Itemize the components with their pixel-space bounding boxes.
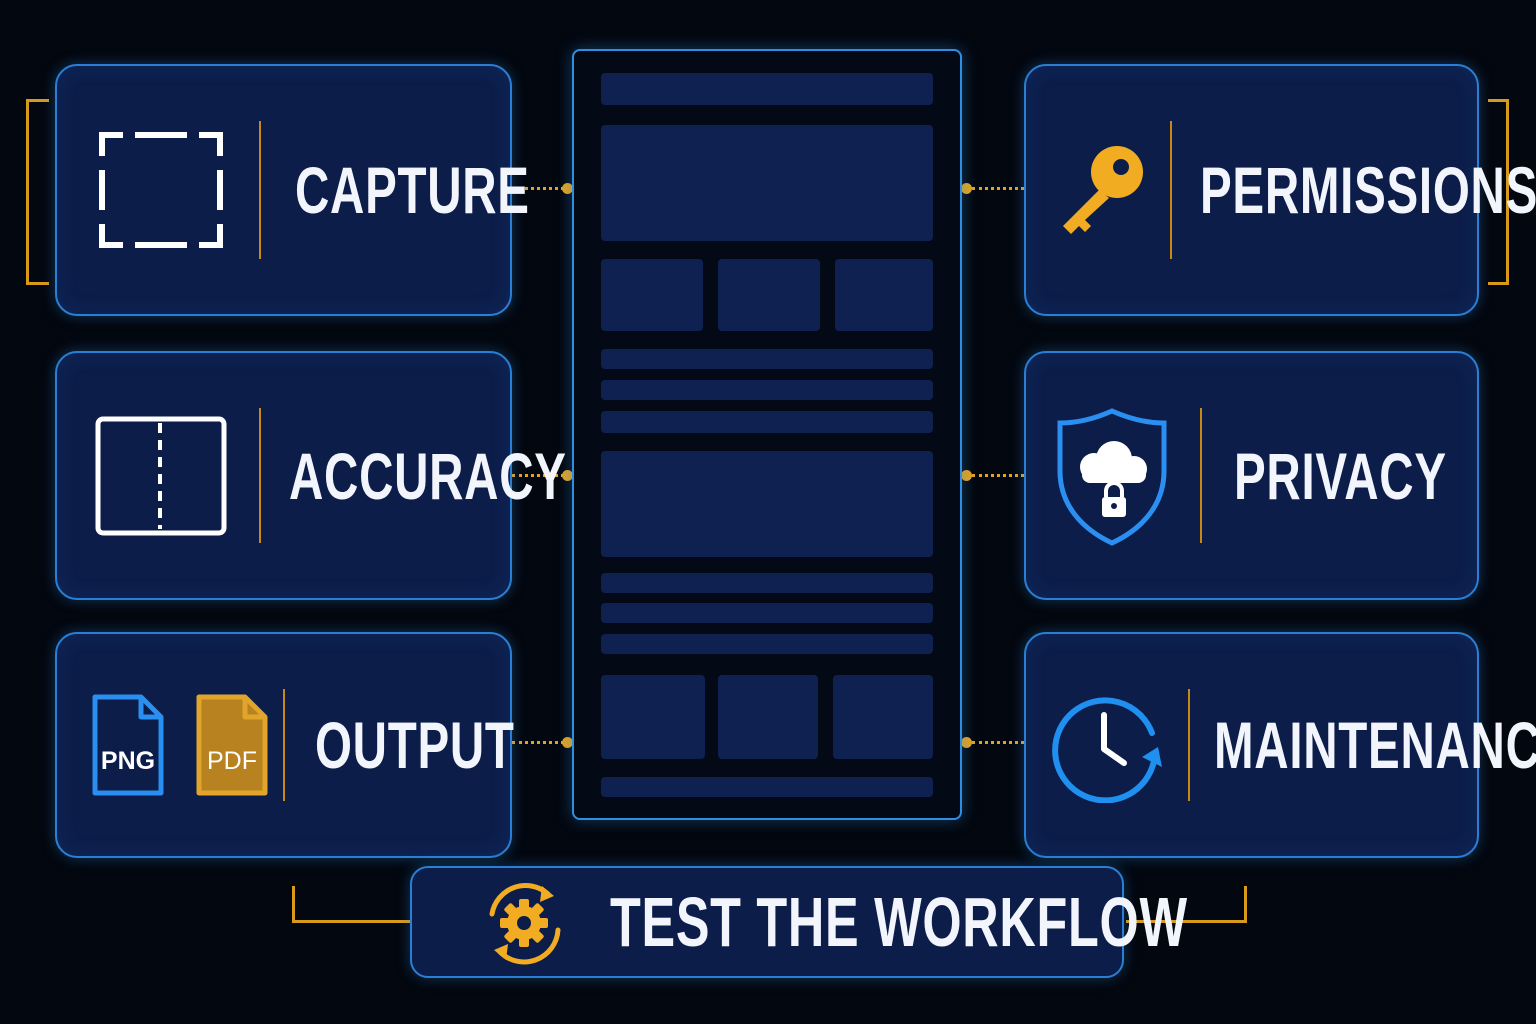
- card-capture: CAPTURE: [55, 64, 529, 316]
- wireframe-line: [601, 603, 933, 623]
- test-workflow-button[interactable]: TEST THE WORKFLOW: [410, 866, 1187, 978]
- card-maintenance: MAINTENANCE: [1024, 632, 1536, 858]
- clock-refresh-icon: [1052, 697, 1162, 803]
- wireframe-tile: [601, 259, 703, 331]
- bracket-right-top: [1488, 99, 1509, 285]
- pdf-file-icon: PDF: [196, 694, 268, 796]
- wireframe-line: [601, 573, 933, 593]
- png-file-icon: PNG: [92, 694, 164, 796]
- bracket-footer-right: [1126, 886, 1247, 923]
- wireframe-tile: [833, 675, 933, 759]
- connector-node: [961, 737, 972, 748]
- connector-node: [961, 183, 972, 194]
- wireframe-tile: [718, 675, 818, 759]
- card-privacy: PRIVACY: [1024, 351, 1479, 600]
- connector-maintenance: [972, 741, 1024, 744]
- card-label: ACCURACY: [289, 438, 567, 513]
- card-label: PRIVACY: [1234, 438, 1447, 513]
- cloud-shield-lock-icon: [1057, 407, 1167, 546]
- wireframe-header: [601, 73, 933, 105]
- wireframe-line: [601, 380, 933, 400]
- wireframe-line: [601, 349, 933, 369]
- pdf-badge: PDF: [207, 747, 257, 775]
- connector-accuracy: [512, 474, 564, 477]
- connector-node: [562, 183, 573, 194]
- connector-privacy: [972, 474, 1024, 477]
- card-label: CAPTURE: [295, 153, 530, 227]
- card-label: MAINTENANCE: [1214, 708, 1536, 782]
- wireframe-tile: [835, 259, 933, 331]
- connector-node: [961, 470, 972, 481]
- connector-permissions: [972, 187, 1024, 190]
- card-label: OUTPUT: [315, 708, 515, 782]
- split-ruler-icon: [95, 416, 227, 535]
- card-label: PERMISSIONS: [1200, 153, 1536, 227]
- card-output: PNG PDF OUTPUT: [55, 632, 515, 858]
- key-icon: [1063, 146, 1143, 234]
- wireframe-tile: [718, 259, 820, 331]
- connector-output: [512, 741, 564, 744]
- wireframe-page: [572, 49, 962, 820]
- wireframe-line: [601, 411, 933, 433]
- connector-capture: [512, 187, 564, 190]
- wireframe-tile: [601, 675, 705, 759]
- wireframe-footer: [601, 777, 933, 797]
- connector-node: [562, 470, 573, 481]
- card-accuracy: ACCURACY: [55, 351, 566, 600]
- wireframe-hero: [601, 125, 933, 241]
- wireframe-line: [601, 634, 933, 654]
- dashed-frame-icon: [99, 132, 223, 248]
- connector-node: [562, 737, 573, 748]
- bracket-footer-left: [292, 886, 411, 923]
- bracket-left-top: [26, 99, 49, 285]
- png-badge: PNG: [101, 747, 155, 775]
- card-permissions: PERMISSIONS: [1024, 64, 1536, 316]
- wireframe-block: [601, 451, 933, 557]
- test-workflow-label: TEST THE WORKFLOW: [610, 883, 1188, 961]
- gear-cycle-icon: [489, 883, 561, 965]
